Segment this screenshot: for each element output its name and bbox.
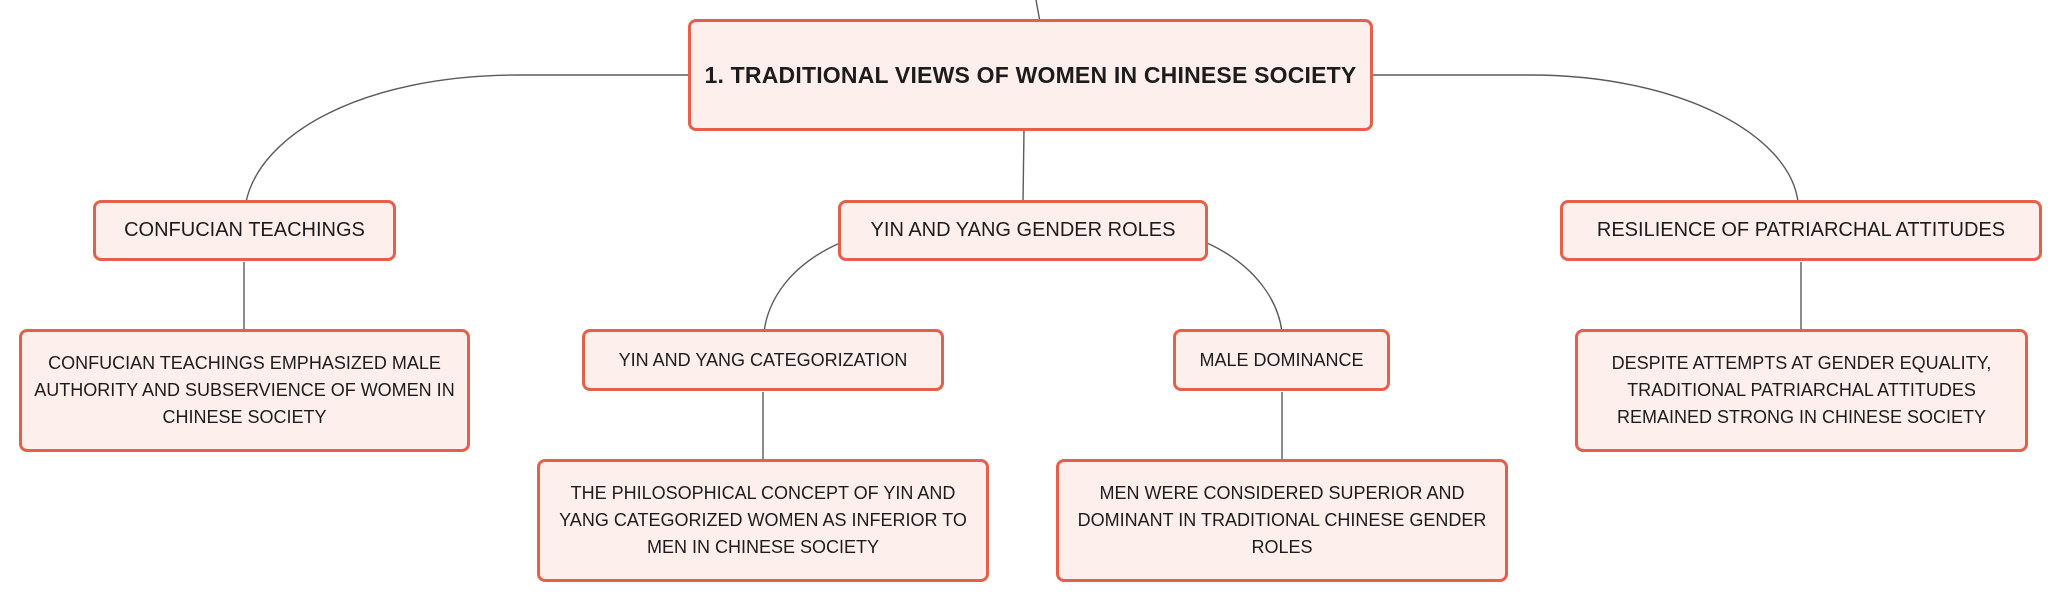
connector-parent-to-root bbox=[1035, 0, 1041, 23]
connector-root-to-yin-yang bbox=[1022, 129, 1025, 203]
connector-yin-yang-to-categorization bbox=[763, 242, 841, 333]
detail-yin-yang-categorization[interactable]: THE PHILOSOPHICAL CONCEPT OF YIN AND YAN… bbox=[537, 459, 989, 582]
detail-male-dominance[interactable]: MEN WERE CONSIDERED SUPERIOR AND DOMINAN… bbox=[1056, 459, 1508, 582]
root-title: 1. TRADITIONAL VIEWS OF WOMEN IN CHINESE… bbox=[704, 61, 1357, 88]
detail-text: THE PHILOSOPHICAL CONCEPT OF YIN AND YAN… bbox=[559, 483, 967, 557]
detail-text: CONFUCIAN TEACHINGS EMPHASIZED MALE AUTH… bbox=[34, 353, 455, 427]
root-node[interactable]: 1. TRADITIONAL VIEWS OF WOMEN IN CHINESE… bbox=[688, 19, 1373, 131]
connector-root-to-resilience bbox=[1373, 74, 1799, 203]
subtopic-label: MALE DOMINANCE bbox=[1199, 349, 1364, 370]
topic-label: RESILIENCE OF PATRIARCHAL ATTITUDES bbox=[1596, 219, 2006, 241]
detail-confucian-teachings[interactable]: CONFUCIAN TEACHINGS EMPHASIZED MALE AUTH… bbox=[19, 329, 470, 452]
topic-yin-yang-gender-roles[interactable]: YIN AND YANG GENDER ROLES bbox=[838, 200, 1208, 261]
subtopic-male-dominance[interactable]: MALE DOMINANCE bbox=[1173, 329, 1390, 391]
connector-root-to-confucian bbox=[245, 74, 688, 203]
topic-label: CONFUCIAN TEACHINGS bbox=[124, 219, 365, 241]
topic-resilience-patriarchal-attitudes[interactable]: RESILIENCE OF PATRIARCHAL ATTITUDES bbox=[1560, 200, 2042, 261]
detail-text: MEN WERE CONSIDERED SUPERIOR AND DOMINAN… bbox=[1077, 483, 1487, 557]
connector-yin-yang-to-male-dominance bbox=[1206, 242, 1283, 333]
topic-confucian-teachings[interactable]: CONFUCIAN TEACHINGS bbox=[93, 200, 396, 261]
topic-label: YIN AND YANG GENDER ROLES bbox=[870, 219, 1176, 241]
subtopic-label: YIN AND YANG CATEGORIZATION bbox=[618, 349, 908, 370]
subtopic-yin-yang-categorization[interactable]: YIN AND YANG CATEGORIZATION bbox=[582, 329, 944, 391]
detail-resilience-patriarchal-attitudes[interactable]: DESPITE ATTEMPTS AT GENDER EQUALITY, TRA… bbox=[1575, 329, 2028, 452]
detail-text: DESPITE ATTEMPTS AT GENDER EQUALITY, TRA… bbox=[1611, 353, 1992, 427]
